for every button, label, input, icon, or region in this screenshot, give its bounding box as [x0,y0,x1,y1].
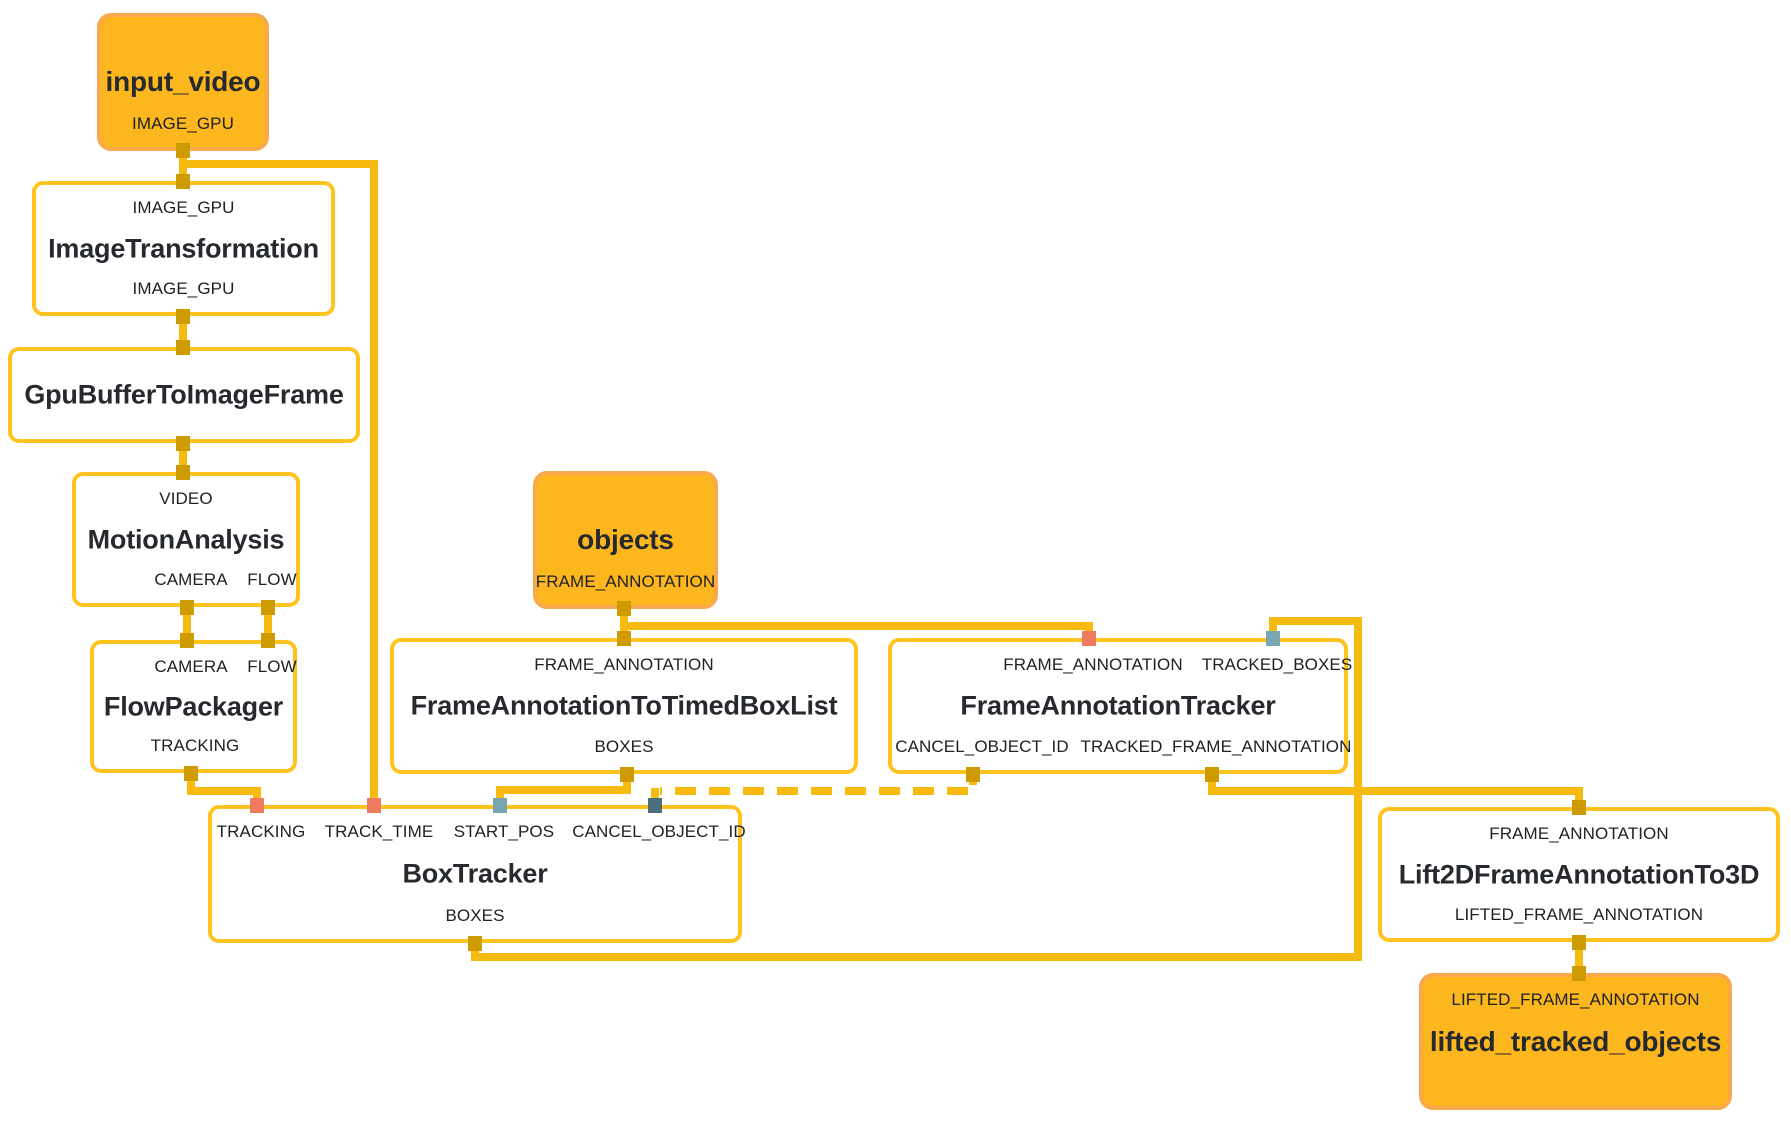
port-marker-inputvideo-imagegpu-out [176,143,190,158]
edge-inputvideo-boxtracker-tracktime [183,160,378,805]
node-frame-annotation-to-timed-box-list-title: FrameAnnotationToTimedBoxList [410,690,838,721]
port-marker-boxtracker-boxes-out [468,936,482,951]
node-lift-2d-frame-annotation-to-3d-title: Lift2DFrameAnnotationTo3D [1398,859,1760,889]
port-label-camera-in: CAMERA [154,657,228,676]
node-box-tracker[interactable]: TRACKING TRACK_TIME START_POS CANCEL_OBJ… [208,805,746,943]
port-label-boxes-out: BOXES [445,906,505,925]
node-lift-2d-frame-annotation-to-3d[interactable]: FRAME_ANNOTATION Lift2DFrameAnnotationTo… [1378,807,1780,942]
port-label-flow-out: FLOW [247,570,297,589]
port-label-tracked-boxes-in: TRACKED_BOXES [1201,655,1353,674]
node-image-transformation-title: ImageTransformation [48,233,319,263]
port-label-frame-annotation-in: FRAME_ANNOTATION [1489,824,1669,843]
port-label-start-pos-in: START_POS [453,822,555,841]
node-motion-analysis[interactable]: VIDEO MotionAnalysis CAMERA FLOW [72,472,300,607]
port-label-lifted-frame-annotation-in: LIFTED_FRAME_ANNOTATION [1451,990,1700,1009]
port-marker-timedboxlist-boxes-out [620,767,634,782]
port-label-image-gpu-out: IMAGE_GPU [132,279,235,298]
node-lifted-tracked-objects[interactable]: LIFTED_FRAME_ANNOTATION lifted_tracked_o… [1419,973,1732,1110]
port-marker-boxtracker-cancelobjectid-in [648,798,662,813]
edge-timedboxlist-boxtracker-startpos [496,774,631,805]
port-marker-timedboxlist-frameannotation-in [617,631,631,646]
port-marker-tracker-trackedframeannotation-out [1205,767,1219,782]
port-marker-flowpackager-flow-in [261,633,275,648]
node-flow-packager[interactable]: CAMERA FLOW FlowPackager TRACKING [90,640,297,773]
port-label-frame-annotation-in: FRAME_ANNOTATION [1003,655,1183,674]
port-marker-tracker-cancelobjectid-out [966,767,980,782]
node-frame-annotation-tracker-title: FrameAnnotationTracker [960,690,1276,721]
node-objects[interactable]: objects FRAME_ANNOTATION [533,471,718,609]
port-label-tracked-frame-annotation-out: TRACKED_FRAME_ANNOTATION [1080,737,1352,756]
node-flow-packager-title: FlowPackager [103,691,284,721]
port-label-tracking-in: TRACKING [216,822,306,841]
node-objects-title: objects [577,524,674,555]
node-input-video-title: input_video [105,66,261,97]
port-marker-motionanalysis-flow-out [261,600,275,615]
port-label-boxes-out: BOXES [594,737,654,756]
node-gpu-buffer-to-image-frame[interactable]: GpuBufferToImageFrame [8,347,360,443]
port-label-flow-in: FLOW [247,657,297,676]
port-marker-tracker-trackedboxes-in [1266,631,1280,646]
port-label-tracking-out: TRACKING [150,736,240,755]
port-label-image-gpu-out: IMAGE_GPU [132,114,234,133]
port-label-lifted-frame-annotation-out: LIFTED_FRAME_ANNOTATION [1454,905,1704,924]
port-label-video-in: VIDEO [159,489,213,508]
node-input-video[interactable]: input_video IMAGE_GPU [97,13,269,151]
port-label-image-gpu-in: IMAGE_GPU [132,198,235,217]
port-marker-gpubuffer-out [176,436,190,451]
node-image-transformation[interactable]: IMAGE_GPU ImageTransformation IMAGE_GPU [32,181,335,316]
edge-flowpackager-boxtracker-tracking [187,773,261,805]
port-marker-imagetransformation-imagegpu-in [176,174,190,189]
edge-objects-frameannotationtracker [624,622,1093,638]
port-marker-motionanalysis-camera-out [180,600,194,615]
edge-boxtracker-tracker-trackedboxes [471,617,1362,961]
port-marker-lift2d-liftedframeannotation-out [1572,935,1586,950]
node-frame-annotation-tracker[interactable]: FRAME_ANNOTATION TRACKED_BOXES FrameAnno… [888,638,1352,774]
port-marker-boxtracker-startpos-in [493,798,507,813]
port-marker-flowpackager-tracking-out [184,766,198,781]
port-marker-motionanalysis-video-in [176,465,190,480]
node-gpu-buffer-to-image-frame-title: GpuBufferToImageFrame [24,379,344,410]
node-lifted-tracked-objects-title: lifted_tracked_objects [1429,1025,1722,1057]
port-label-frame-annotation-in: FRAME_ANNOTATION [534,655,714,674]
port-label-cancel-object-id-in: CANCEL_OBJECT_ID [572,822,746,841]
port-marker-boxtracker-tracktime-in [367,798,381,813]
port-label-track-time-in: TRACK_TIME [324,822,434,841]
node-box-tracker-title: BoxTracker [402,858,548,889]
port-marker-boxtracker-tracking-in [250,798,264,813]
port-marker-imagetransformation-imagegpu-out [176,309,190,324]
port-label-cancel-object-id-out: CANCEL_OBJECT_ID [895,737,1069,756]
port-marker-lifted-liftedframeannotation-in [1572,966,1586,981]
port-label-frame-annotation-out: FRAME_ANNOTATION [535,572,716,591]
port-marker-lift2d-frameannotation-in [1572,800,1586,815]
port-marker-objects-frameannotation-out [617,601,631,616]
port-label-camera-out: CAMERA [154,570,228,589]
port-marker-gpubuffer-in [176,340,190,355]
port-marker-flowpackager-camera-in [180,633,194,648]
node-frame-annotation-to-timed-box-list[interactable]: FRAME_ANNOTATION FrameAnnotationToTimedB… [390,638,858,774]
port-marker-tracker-frameannotation-in [1082,631,1096,646]
edge-tracker-lift2d-frameannotation [1208,774,1583,807]
node-motion-analysis-title: MotionAnalysis [87,524,285,554]
